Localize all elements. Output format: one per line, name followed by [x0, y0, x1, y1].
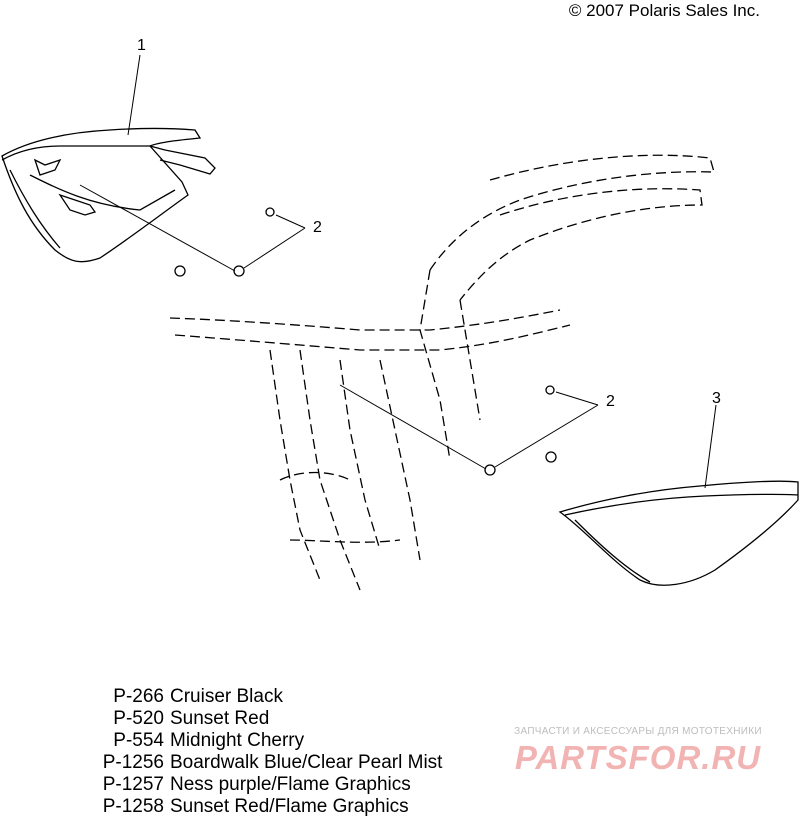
paint-name: Ness purple/Flame Graphics	[170, 774, 411, 795]
leader-lines-2-lower	[339, 384, 599, 470]
copyright-notice: © 2007 Polaris Sales Inc.	[568, 1, 760, 20]
callout-2-lower: 2	[606, 393, 615, 410]
watermark-subtitle: ЗАПЧАСТИ И АКСЕССУАРЫ ДЛЯ МОТОТЕХНИКИ	[514, 726, 762, 737]
paint-code: P-554	[113, 730, 164, 751]
part-1-left-side-panel	[1, 127, 216, 263]
paint-name: Cruiser Black	[170, 686, 283, 707]
legend-row: P-1258 Sunset Red/Flame Graphics	[86, 796, 442, 818]
callout-3: 3	[712, 390, 721, 407]
legend-row: P-1257 Ness purple/Flame Graphics	[86, 774, 442, 796]
watermark-logo: PARTSFOR.RU	[514, 739, 762, 776]
legend-row: P-266 Cruiser Black	[86, 686, 442, 708]
paint-code: P-1256	[102, 752, 164, 773]
paint-code: P-1258	[102, 796, 164, 817]
paint-name: Sunset Red	[170, 708, 270, 729]
watermark: ЗАПЧАСТИ И АКСЕССУАРЫ ДЛЯ МОТОТЕХНИКИ PA…	[488, 726, 788, 777]
legend-row: P-520 Sunset Red	[86, 708, 442, 730]
paint-code: P-520	[113, 708, 164, 729]
legend-row: P-554 Midnight Cherry	[86, 730, 442, 752]
paint-code: P-1257	[102, 774, 164, 795]
part-2-fasteners-lower	[484, 385, 557, 476]
callout-1: 1	[137, 37, 146, 54]
paint-code: P-266	[113, 686, 164, 707]
part-2-fasteners-upper	[174, 207, 275, 277]
leader-lines-2-upper	[79, 184, 306, 272]
paint-name: Boardwalk Blue/Clear Pearl Mist	[170, 752, 443, 773]
leader-line-1	[127, 54, 141, 136]
part-3-right-side-panel	[558, 480, 799, 586]
leader-line-3	[704, 404, 717, 489]
frame-dashed-outline	[169, 154, 715, 591]
legend-row: P-1256 Boardwalk Blue/Clear Pearl Mist	[86, 752, 443, 774]
paint-name: Sunset Red/Flame Graphics	[170, 796, 409, 817]
callout-2-upper: 2	[313, 219, 322, 236]
paint-code-legend: P-266 Cruiser Black P-520 Sunset Red P-554…	[86, 686, 443, 818]
paint-name: Midnight Cherry	[170, 730, 305, 751]
